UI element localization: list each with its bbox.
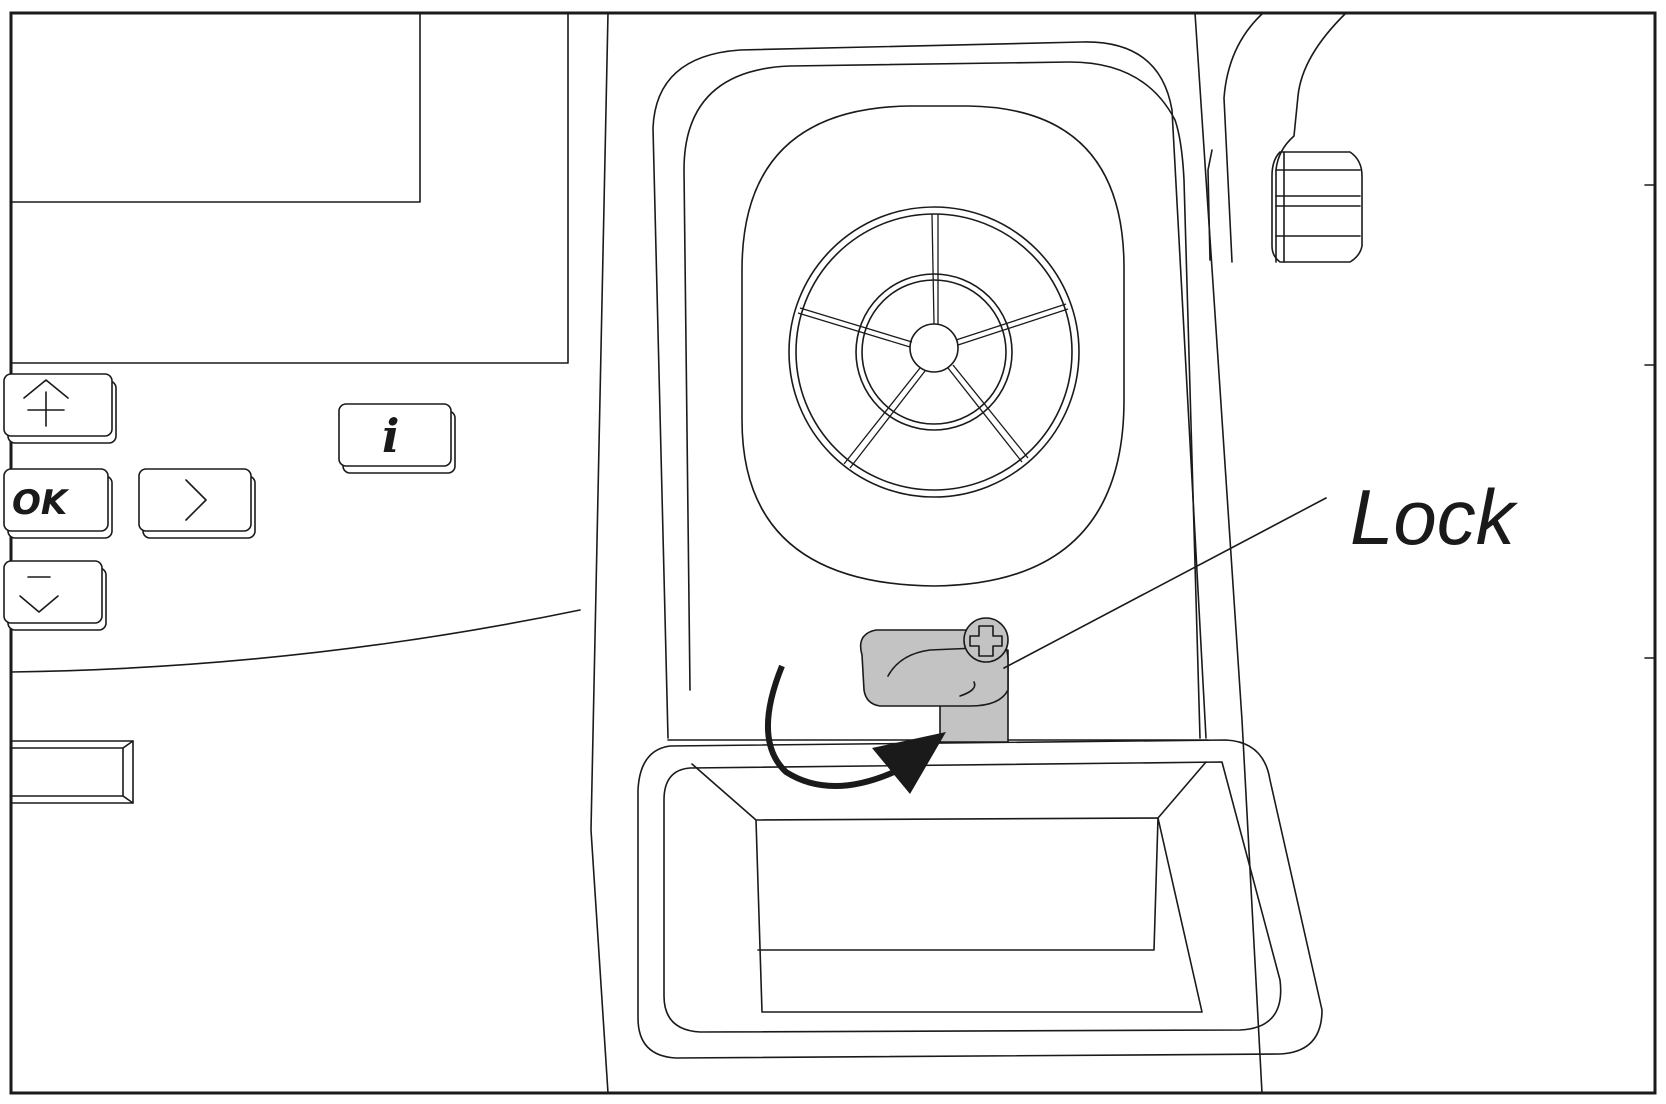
dust-bin	[637, 739, 1323, 1059]
callout-leader-line	[1003, 497, 1327, 669]
bin-outer	[637, 739, 1323, 1059]
panel-bottom-curve	[10, 609, 581, 673]
up-button[interactable]	[3, 373, 117, 444]
fan-icon	[788, 206, 1080, 498]
diagram-frame	[9, 11, 1657, 1095]
control-panel: OK i	[3, 12, 581, 804]
phillips-screw-icon	[963, 617, 1009, 663]
bin-cavity	[755, 817, 1203, 1013]
panel-face-edge	[10, 12, 569, 364]
down-button[interactable]	[3, 560, 107, 631]
bin-inner	[663, 761, 1282, 1033]
ok-button-label: OK	[12, 483, 70, 523]
lid-inner	[683, 61, 1201, 739]
right-button[interactable]	[138, 468, 256, 539]
lid-outer	[652, 41, 1207, 739]
info-button[interactable]: i	[338, 403, 456, 474]
plus-arrow-up-icon	[23, 379, 69, 427]
display-screen	[10, 12, 421, 203]
handle	[1207, 12, 1363, 263]
chevron-right-icon	[185, 479, 207, 521]
lock-clamp[interactable]	[859, 617, 1009, 743]
panel-slot	[10, 740, 134, 804]
edge-ticks	[1644, 184, 1656, 659]
fan-housing	[741, 105, 1125, 587]
lock-callout: Lock	[1003, 473, 1519, 669]
curved-arrow-icon	[764, 664, 946, 794]
handle-grip	[1271, 151, 1363, 263]
minus-arrow-down-icon	[19, 576, 59, 613]
info-button-label: i	[382, 409, 399, 463]
ok-button[interactable]: OK	[3, 468, 113, 539]
lock-label: Lock	[1350, 473, 1519, 561]
fan-assembly	[741, 105, 1125, 587]
